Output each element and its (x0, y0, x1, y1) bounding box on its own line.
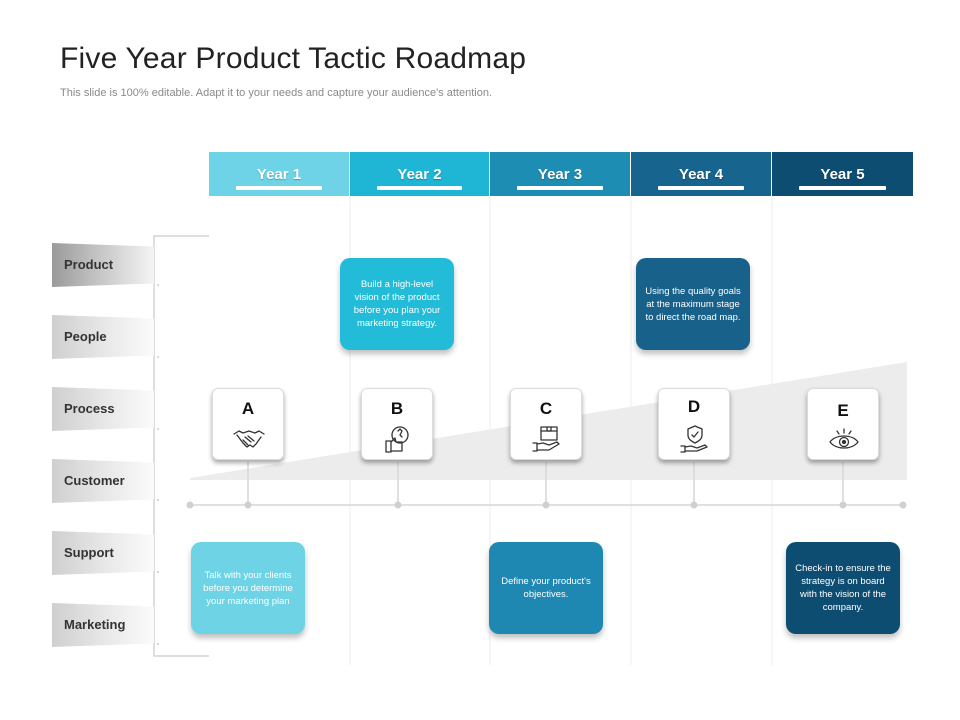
milestone-a: A (212, 388, 284, 460)
note-text: Check-in to ensure the strategy is on bo… (795, 563, 891, 613)
year-underline (377, 186, 462, 190)
page-title: Five Year Product Tactic Roadmap (60, 42, 527, 75)
note-year2-top: Build a high-level vision of the product… (340, 258, 454, 350)
note-text: Build a high-level vision of the product… (353, 279, 441, 329)
box-on-hand-icon (532, 426, 560, 452)
year-header-5: Year 5 (772, 152, 913, 196)
row-bracket-ticks (157, 284, 159, 645)
year-label: Year 4 (678, 166, 724, 183)
year-underline (658, 186, 744, 190)
row-label-product: Product (52, 243, 154, 287)
milestone-letter: A (241, 399, 255, 418)
note-year4-top: Using the quality goals at the maximum s… (636, 258, 750, 350)
timeline-dots (186, 501, 907, 509)
year-label: Year 5 (820, 166, 865, 183)
milestone-letter: E (837, 401, 849, 420)
year-underline (236, 186, 322, 190)
year-underline (517, 186, 603, 190)
timeline-connectors (247, 462, 844, 505)
year-header-4: Year 4 (631, 152, 772, 196)
eye-icon (829, 428, 859, 449)
row-label-marketing: Marketing (52, 603, 154, 647)
milestone-c: C (510, 388, 582, 460)
milestone-letter: C (539, 399, 553, 418)
thumbs-up-idea-icon (385, 426, 409, 453)
note-year5-bottom: Check-in to ensure the strategy is on bo… (786, 542, 900, 634)
row-label-process: Process (52, 387, 154, 431)
page-subtitle: This slide is 100% editable. Adapt it to… (60, 87, 492, 99)
milestone-b: B (361, 388, 433, 460)
row-label-people: People (52, 315, 154, 359)
row-bracket (153, 235, 209, 657)
milestone-letter: B (390, 399, 404, 418)
note-text: Talk with your clients before you determ… (203, 569, 293, 607)
note-text: Using the quality goals at the maximum s… (645, 285, 741, 323)
year-header-2: Year 2 (350, 152, 490, 196)
note-year1-bottom: Talk with your clients before you determ… (191, 542, 305, 634)
year-header-1: Year 1 (209, 152, 350, 196)
handshake-icon (233, 430, 265, 448)
year-underline (799, 186, 886, 190)
year-label: Year 3 (537, 166, 583, 183)
milestone-letter: D (687, 397, 701, 416)
row-label-support: Support (52, 531, 154, 575)
note-year3-bottom: Define your product's objectives. (489, 542, 603, 634)
milestone-e: E (807, 388, 879, 460)
year-label: Year 2 (397, 166, 442, 183)
year-header-3: Year 3 (490, 152, 631, 196)
row-label-customer: Customer (52, 459, 154, 503)
year-label: Year 1 (256, 166, 302, 183)
milestone-d: D (658, 388, 730, 460)
note-text: Define your product's objectives. (501, 576, 591, 600)
shield-on-hand-icon (680, 425, 708, 453)
